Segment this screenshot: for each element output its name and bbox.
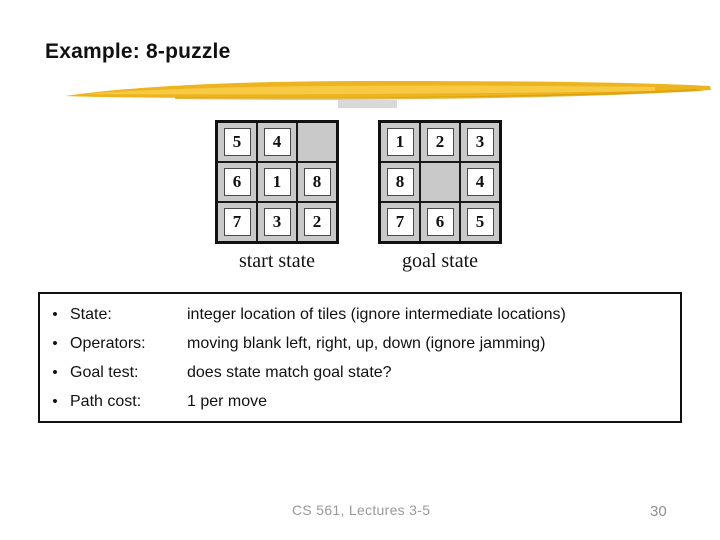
puzzle-cell: 8 <box>298 163 336 201</box>
puzzle-cell: 5 <box>218 123 256 161</box>
puzzle-tile: 4 <box>466 168 494 196</box>
puzzle-tile: 5 <box>223 128 251 156</box>
item-text: does state match goal state? <box>187 363 392 381</box>
puzzle-tile: 8 <box>386 168 414 196</box>
bullet-icon: • <box>52 364 58 381</box>
puzzle-tile: 2 <box>303 208 331 236</box>
puzzle-cell: 2 <box>298 203 336 241</box>
puzzle-cell: 1 <box>381 123 419 161</box>
list-item-operators: • Operators: moving blank left, right, u… <box>40 329 680 358</box>
puzzle-tile: 4 <box>263 128 291 156</box>
puzzle-tile: 1 <box>263 168 291 196</box>
page-number: 30 <box>650 503 667 520</box>
goal-state-label: goal state <box>401 250 479 272</box>
item-label: State: <box>70 305 112 323</box>
puzzle-tile: 5 <box>466 208 494 236</box>
list-item-goal-test: • Goal test: does state match goal state… <box>40 358 680 387</box>
item-text: moving blank left, right, up, down (igno… <box>187 334 546 352</box>
puzzle-cell: 3 <box>461 123 499 161</box>
puzzle-tile: 1 <box>386 128 414 156</box>
puzzle-cell-blank <box>298 123 336 161</box>
footer-course-label: CS 561, Lectures 3-5 <box>292 502 431 518</box>
puzzle-cell: 2 <box>421 123 459 161</box>
problem-description-box: • State: integer location of tiles (igno… <box>38 292 682 423</box>
puzzle-cell: 3 <box>258 203 296 241</box>
puzzle-cell: 6 <box>421 203 459 241</box>
bullet-icon: • <box>52 335 58 352</box>
puzzle-cell: 6 <box>218 163 256 201</box>
list-item-state: • State: integer location of tiles (igno… <box>40 300 680 329</box>
puzzle-cell: 4 <box>258 123 296 161</box>
yellow-highlight-swoosh <box>65 81 711 100</box>
puzzle-cell: 1 <box>258 163 296 201</box>
bullet-icon: • <box>52 306 58 323</box>
puzzle-cell: 7 <box>218 203 256 241</box>
item-text: 1 per move <box>187 392 268 410</box>
item-label: Operators: <box>70 334 146 352</box>
puzzle-tile: 6 <box>426 208 454 236</box>
puzzle-tile: 3 <box>466 128 494 156</box>
puzzle-tile: 2 <box>426 128 454 156</box>
puzzle-tile: 8 <box>303 168 331 196</box>
item-text: integer location of tiles (ignore interm… <box>187 305 566 323</box>
puzzle-cell-blank <box>421 163 459 201</box>
page-title: Example: 8-puzzle <box>45 40 231 63</box>
puzzle-tile: 3 <box>263 208 291 236</box>
gray-smudge-artifact <box>338 100 397 108</box>
bullet-icon: • <box>52 393 58 410</box>
puzzle-tile: 6 <box>223 168 251 196</box>
list-item-path-cost: • Path cost: 1 per move <box>40 387 680 416</box>
start-state-label: start state <box>238 250 316 272</box>
puzzle-cell: 7 <box>381 203 419 241</box>
puzzle-cell: 5 <box>461 203 499 241</box>
puzzle-cell: 8 <box>381 163 419 201</box>
item-label: Path cost: <box>70 392 142 410</box>
puzzle-cell: 4 <box>461 163 499 201</box>
puzzle-tile: 7 <box>223 208 251 236</box>
puzzle-tile: 7 <box>386 208 414 236</box>
item-label: Goal test: <box>70 363 139 381</box>
